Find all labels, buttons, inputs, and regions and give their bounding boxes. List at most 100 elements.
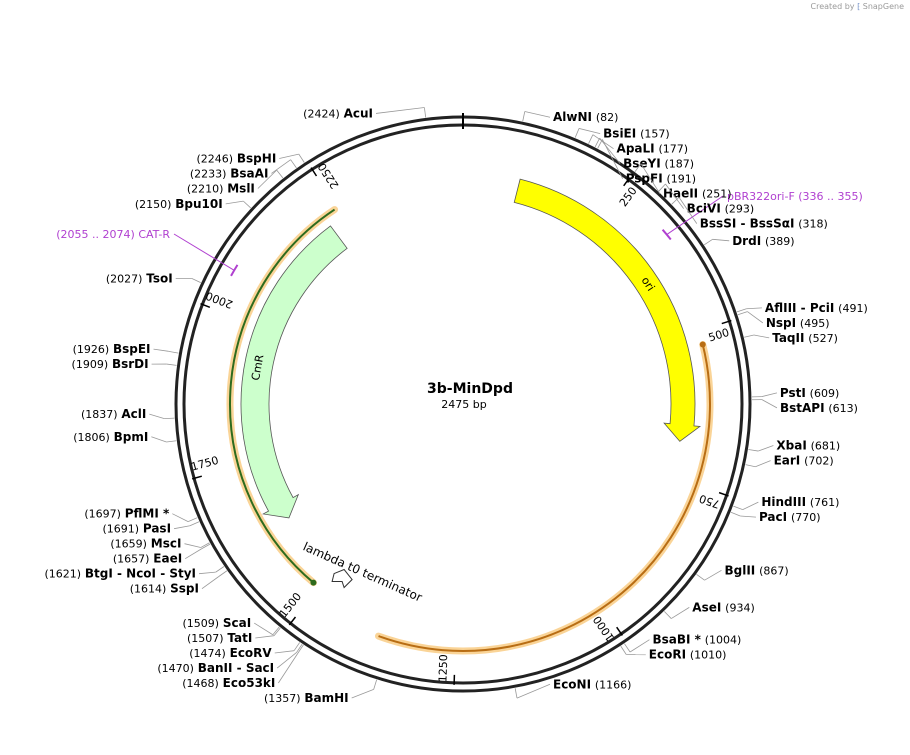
site-name: BsaBI * bbox=[652, 633, 701, 647]
site-position: (1806) bbox=[73, 431, 110, 444]
site-position: (2424) bbox=[303, 107, 340, 120]
site-leader-pspfi bbox=[602, 139, 624, 179]
site-label-bpmi: (1806) BpmI bbox=[73, 430, 148, 444]
site-name: HaeII bbox=[663, 187, 698, 201]
tick-mark-1750 bbox=[191, 475, 202, 480]
site-tick-msli bbox=[276, 169, 284, 179]
tick-mark-750 bbox=[718, 491, 729, 497]
site-tick-apali bbox=[588, 134, 594, 144]
site-leader-banii-saci bbox=[276, 652, 297, 669]
orf-arrowhead-1 bbox=[699, 341, 706, 348]
site-name: XbaI bbox=[776, 438, 806, 452]
site-tick-banii-saci bbox=[296, 643, 303, 653]
site-position: (495) bbox=[800, 317, 830, 330]
tick-mark-1500 bbox=[288, 616, 297, 626]
site-name: DrdI bbox=[732, 234, 761, 248]
orf-layer bbox=[226, 206, 714, 655]
site-leader-eco53ki bbox=[278, 653, 299, 684]
site-position: (2027) bbox=[106, 273, 143, 286]
site-label-asei: AseI (934) bbox=[692, 600, 754, 614]
site-position: (1691) bbox=[102, 523, 139, 536]
site-label-bamhi: (1357) BamHI bbox=[264, 691, 349, 705]
site-position: (1357) bbox=[264, 692, 301, 705]
site-label-pasi: (1691) PasI bbox=[102, 522, 171, 536]
site-position: (681) bbox=[811, 439, 841, 452]
feature-arrow-cmr bbox=[240, 225, 348, 519]
site-name: AlwNI bbox=[553, 110, 592, 124]
primer-layer: pBR322ori-F (336 .. 355)(2055 .. 2074) C… bbox=[56, 190, 863, 277]
site-position: (251) bbox=[702, 188, 732, 201]
site-label-bsssi-bsss-i: BssSI - BssSαI (318) bbox=[700, 217, 828, 231]
site-label-taqii: TaqII (527) bbox=[772, 331, 838, 345]
site-position: (491) bbox=[838, 302, 868, 315]
site-position: (157) bbox=[640, 128, 670, 141]
site-tick-acui bbox=[423, 107, 427, 118]
site-position: (867) bbox=[759, 564, 789, 577]
site-tick-bseyi bbox=[594, 137, 601, 148]
plasmid-name: 3b-MinDpd bbox=[427, 381, 513, 397]
site-tick-eaei bbox=[201, 543, 211, 550]
site-position: (2210) bbox=[187, 182, 224, 195]
site-label-eari: EarI (702) bbox=[774, 454, 834, 468]
site-leader-nspi bbox=[747, 311, 764, 324]
site-tick-econi bbox=[514, 688, 518, 699]
site-name: AcuI bbox=[344, 106, 373, 120]
site-tick-alwni bbox=[522, 111, 526, 122]
site-leader-eaei bbox=[184, 548, 202, 560]
site-tick-eco53ki bbox=[297, 644, 304, 654]
site-name: BamHI bbox=[304, 691, 348, 705]
site-name: BtgI - NcoI - StyI bbox=[85, 567, 196, 581]
site-tick-bsssi-bsss-i bbox=[671, 196, 680, 205]
site-tick-hindiii bbox=[733, 505, 743, 511]
site-leader-bspei bbox=[153, 348, 169, 352]
site-name: BseYI bbox=[623, 157, 661, 171]
tick-mark-500 bbox=[721, 319, 732, 325]
site-tick-bsrdi bbox=[166, 363, 177, 366]
site-label-bglii: BglII (867) bbox=[724, 563, 788, 577]
site-tick-bsiei bbox=[574, 128, 580, 138]
site-leader-bseyi bbox=[599, 137, 621, 164]
site-leader-taqii bbox=[753, 334, 770, 339]
site-name: TsoI bbox=[146, 272, 172, 286]
site-tick-scai bbox=[272, 626, 280, 636]
terminator-icon bbox=[331, 568, 353, 589]
site-leader-bglii bbox=[704, 569, 722, 581]
site-name: MscI bbox=[151, 537, 182, 551]
site-leader-sspi bbox=[201, 576, 220, 590]
site-tick-bcivi bbox=[658, 183, 666, 192]
feature-label-cmr: CmR bbox=[249, 353, 266, 381]
site-tick-bsaai bbox=[290, 159, 297, 169]
site-label-bsrdi: (1909) BsrDI bbox=[72, 357, 149, 371]
site-name: PacI bbox=[759, 510, 787, 524]
site-position: (1837) bbox=[81, 408, 118, 421]
site-tick-pflmi bbox=[187, 517, 198, 522]
site-position: (1509) bbox=[182, 617, 219, 630]
site-label-bstapi: BstAPI (613) bbox=[780, 401, 858, 415]
site-name: PspFI bbox=[626, 172, 663, 186]
site-label-msli: (2210) MslI bbox=[187, 181, 255, 195]
site-tick-msci bbox=[200, 542, 210, 548]
primer-label-cat-r: (2055 .. 2074) CAT-R bbox=[56, 228, 170, 241]
site-tick-pspfi bbox=[597, 139, 603, 149]
site-name: NspI bbox=[766, 316, 796, 330]
site-leader-bstapi bbox=[761, 399, 778, 409]
site-label-tati: (1507) TatI bbox=[187, 631, 252, 645]
site-leader-acui bbox=[375, 107, 425, 114]
site-position: (702) bbox=[804, 455, 834, 468]
tick-mark-2000 bbox=[200, 303, 211, 308]
site-position: (1004) bbox=[705, 634, 742, 647]
tick-label-250: 250 bbox=[617, 185, 640, 210]
site-name: PflMI * bbox=[125, 507, 170, 521]
site-name: Bpu10I bbox=[175, 197, 222, 211]
site-position: (1697) bbox=[84, 508, 121, 521]
site-label-tsoi: (2027) TsoI bbox=[106, 272, 173, 286]
site-position: (609) bbox=[810, 387, 840, 400]
site-label-bpu10i: (2150) Bpu10I bbox=[135, 197, 223, 211]
tick-label-2250: 2250 bbox=[315, 160, 341, 191]
site-leader-bsaai bbox=[271, 159, 291, 174]
site-leader-bpmi bbox=[151, 436, 167, 443]
terminator-label: lambda t0 terminator bbox=[301, 539, 424, 604]
site-label-pspfi: PspFI (191) bbox=[626, 172, 696, 186]
site-name: AseI bbox=[692, 600, 721, 614]
site-name: BssSI - BssSαI bbox=[700, 217, 795, 231]
